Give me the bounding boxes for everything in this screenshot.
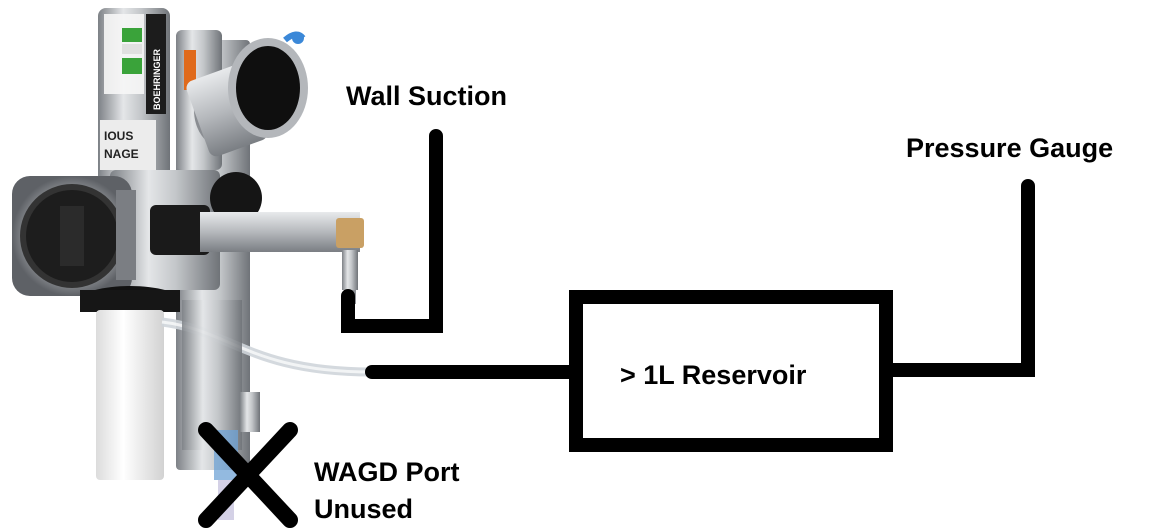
wall-suction-label: Wall Suction (346, 81, 507, 111)
brand-strip (146, 14, 166, 114)
pressure-gauge-label: Pressure Gauge (906, 133, 1114, 163)
collection-canister (96, 310, 164, 480)
horizontal-arm (200, 212, 360, 252)
panel-text-1: IOUS (104, 129, 133, 143)
wagd-port-label-line1: WAGD Port (314, 457, 460, 487)
brand-text: BOEHRINGER (152, 48, 162, 110)
unused-x-mark (198, 422, 298, 528)
panel-text-2: NAGE (104, 147, 139, 161)
reservoir-label: > 1L Reservoir (620, 360, 807, 390)
vacuum-cylinder (186, 31, 308, 157)
vacuum-dial (12, 176, 136, 296)
wall-suction-line (341, 129, 443, 333)
pressure-gauge-line (879, 179, 1035, 377)
wagd-port-label-line2: Unused (314, 494, 414, 524)
wagd-port-label: WAGD Port Unused (314, 454, 460, 528)
black-knob (210, 172, 262, 224)
suction-regulator-device: BOEHRINGER IOUS NAGE (12, 8, 373, 520)
gauge-green-mark (122, 28, 142, 42)
